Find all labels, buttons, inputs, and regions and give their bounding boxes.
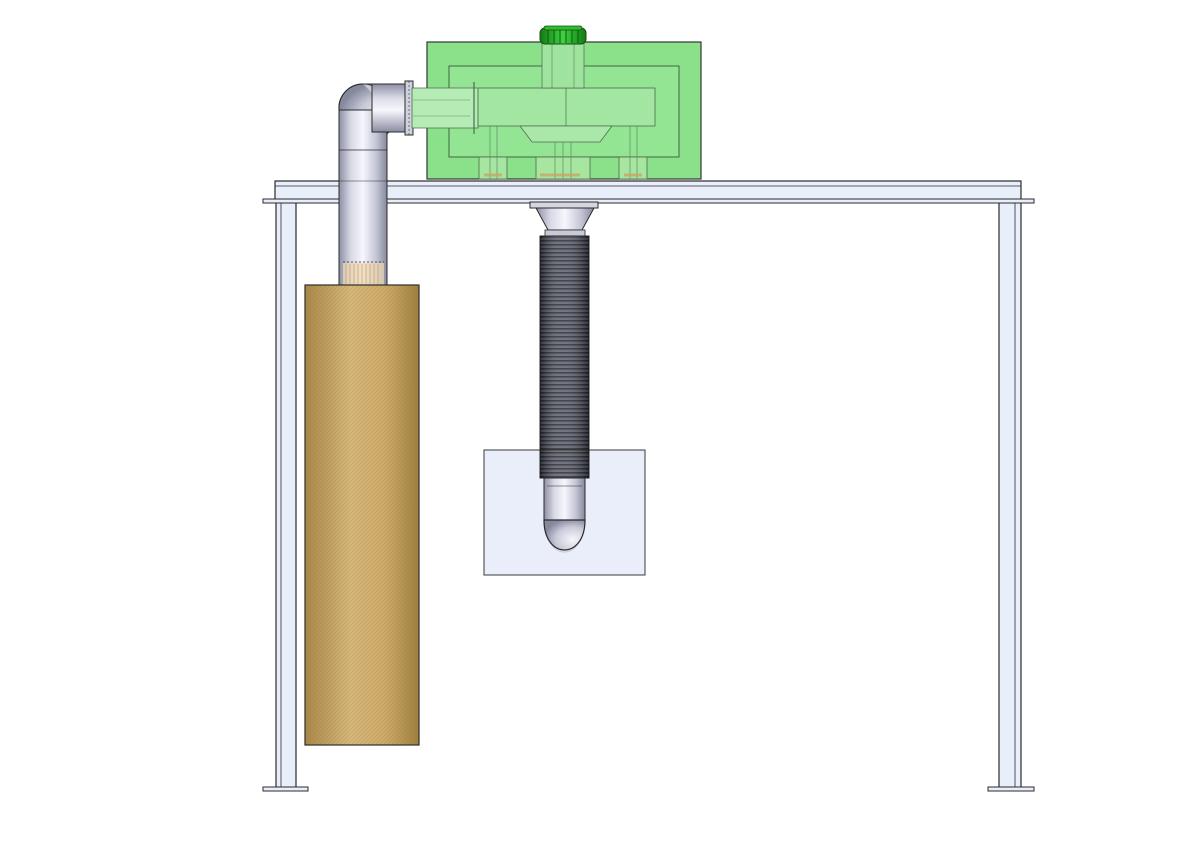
filter-cartridge [304,284,420,746]
pipe-collar [343,263,384,285]
right-leg [998,201,1022,789]
tabletop-lip [262,198,1035,204]
vertical-pipe [338,107,388,287]
left-foot [262,786,309,792]
hose-funnel [535,207,595,231]
table-frame [262,180,1035,792]
collector-tray [483,449,646,576]
green-enclosure [411,41,702,180]
fan-housing [477,87,656,127]
intake-cone [411,87,479,129]
right-foot [987,786,1035,792]
fan-cap [539,25,587,45]
left-leg [275,201,297,789]
hose-flange [529,201,599,209]
